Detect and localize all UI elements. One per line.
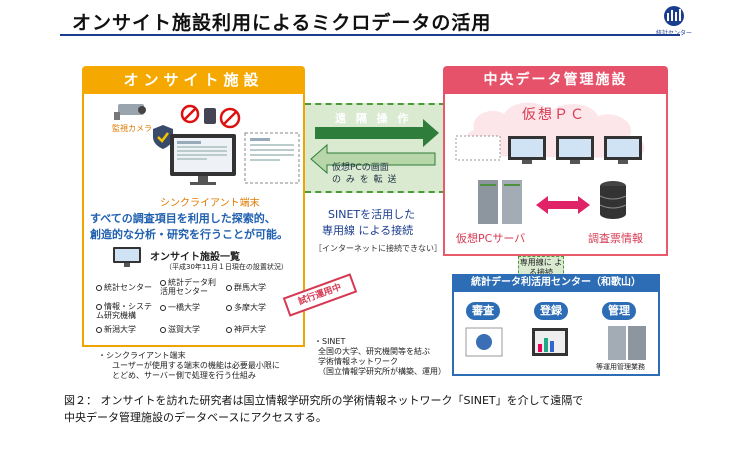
central-header: 中央データ管理施設 (443, 66, 668, 94)
ops-label: 等運用管理業務 (596, 363, 645, 371)
survey-label: 調査票情報 (588, 232, 643, 245)
security-icons (180, 104, 241, 129)
service-manage: 管理 (602, 302, 636, 320)
site-item: 多摩大学 (226, 302, 266, 313)
shield-icon (153, 125, 173, 149)
site-item: 情報・システム研究機構 (96, 302, 152, 320)
screen-transfer-label-2: の み を 転 送 (332, 175, 398, 185)
site-item: 群馬大学 (226, 282, 266, 293)
site-list-note: （平成30年11月１日現在の設置状況） (165, 263, 288, 271)
thin-client-monitor-icon (170, 134, 236, 185)
caption-line2: 中央データ管理施設のデータベースにアクセスする。 (64, 411, 327, 424)
thin-client-note-title: ・シンクライアント端末 (98, 351, 186, 360)
sinet-note-1: 全国の大学、研究機関等を結ぶ (318, 347, 430, 356)
figure-caption: 図２： オンサイトを訪れた研究者は国立情報学研究所の学術情報ネットワーク「SIN… (64, 392, 704, 426)
database-icon (599, 181, 627, 219)
onsite-desc-line2: 創造的な分析・研究を行うことが可能。 (90, 228, 288, 241)
page-title: オンサイト施設利用によるミクロデータの活用 (72, 12, 492, 34)
stats-center-logo-icon (664, 6, 684, 26)
stats-service-icons (465, 326, 646, 360)
caption-line1: 図２： オンサイトを訪れた研究者は国立情報学研究所の学術情報ネットワーク「SIN… (64, 394, 584, 407)
server-label: 仮想PCサーバ (456, 232, 526, 245)
sinet-note-3: （国立情報学研究所が構築、運用） (318, 367, 446, 376)
site-item: 新潟大学 (96, 324, 136, 335)
camera-icon (114, 104, 146, 120)
sinet-note-2: 学術情報ネットワーク (318, 357, 398, 366)
remote-arrows (310, 119, 439, 175)
sinet-line1: SINETを活用した (328, 208, 416, 221)
site-item: 神戸大学 (226, 324, 266, 335)
site-list-monitor-icon (113, 247, 141, 267)
site-list-title: オンサイト施設一覧 (150, 252, 240, 263)
site-item: 統計センター (96, 282, 152, 293)
server-icon (478, 180, 522, 224)
stats-center-header: 統計データ利活用センター（和歌山） (452, 274, 660, 292)
site-item: 一橋大学 (160, 302, 200, 313)
onsite-desc-line1: すべての調査項目を利用した探索的、 (90, 212, 276, 225)
camera-label: 監視カメラ (112, 124, 152, 133)
virtual-pc-label: 仮想ＰＣ (522, 107, 586, 123)
site-item: 滋賀大学 (160, 324, 200, 335)
service-review: 審査 (466, 302, 500, 320)
thin-client-note-line2: とどめ、サーバー側で処理を行う仕組み (112, 371, 256, 380)
screen-transfer-label-1: 仮想PCの画面 (332, 163, 389, 173)
remote-op-label: 遠 隔 操 作 (335, 112, 412, 125)
thin-client-note-line1: ユーザーが使用する端末の機能は必要最小限に (112, 361, 280, 370)
logo-text: 統計センター (655, 30, 692, 37)
sync-arrow-icon (536, 196, 590, 214)
screen-document-icon (244, 132, 300, 184)
site-item: 統計データ利活用センター (160, 278, 216, 296)
virtual-pc-monitors (455, 135, 642, 164)
onsite-header: オンサイト施設 (82, 66, 305, 94)
no-internet-note: ［インターネットに接続できない］ (314, 244, 442, 253)
remote-access-panel (305, 103, 445, 193)
thin-client-label: シンクライアント端末 (160, 198, 260, 209)
title-rule (60, 34, 680, 36)
sinet-line2: 専用線 による接続 (322, 224, 414, 237)
service-register: 登録 (534, 302, 568, 320)
sinet-note-title: ・SINET (314, 337, 346, 346)
